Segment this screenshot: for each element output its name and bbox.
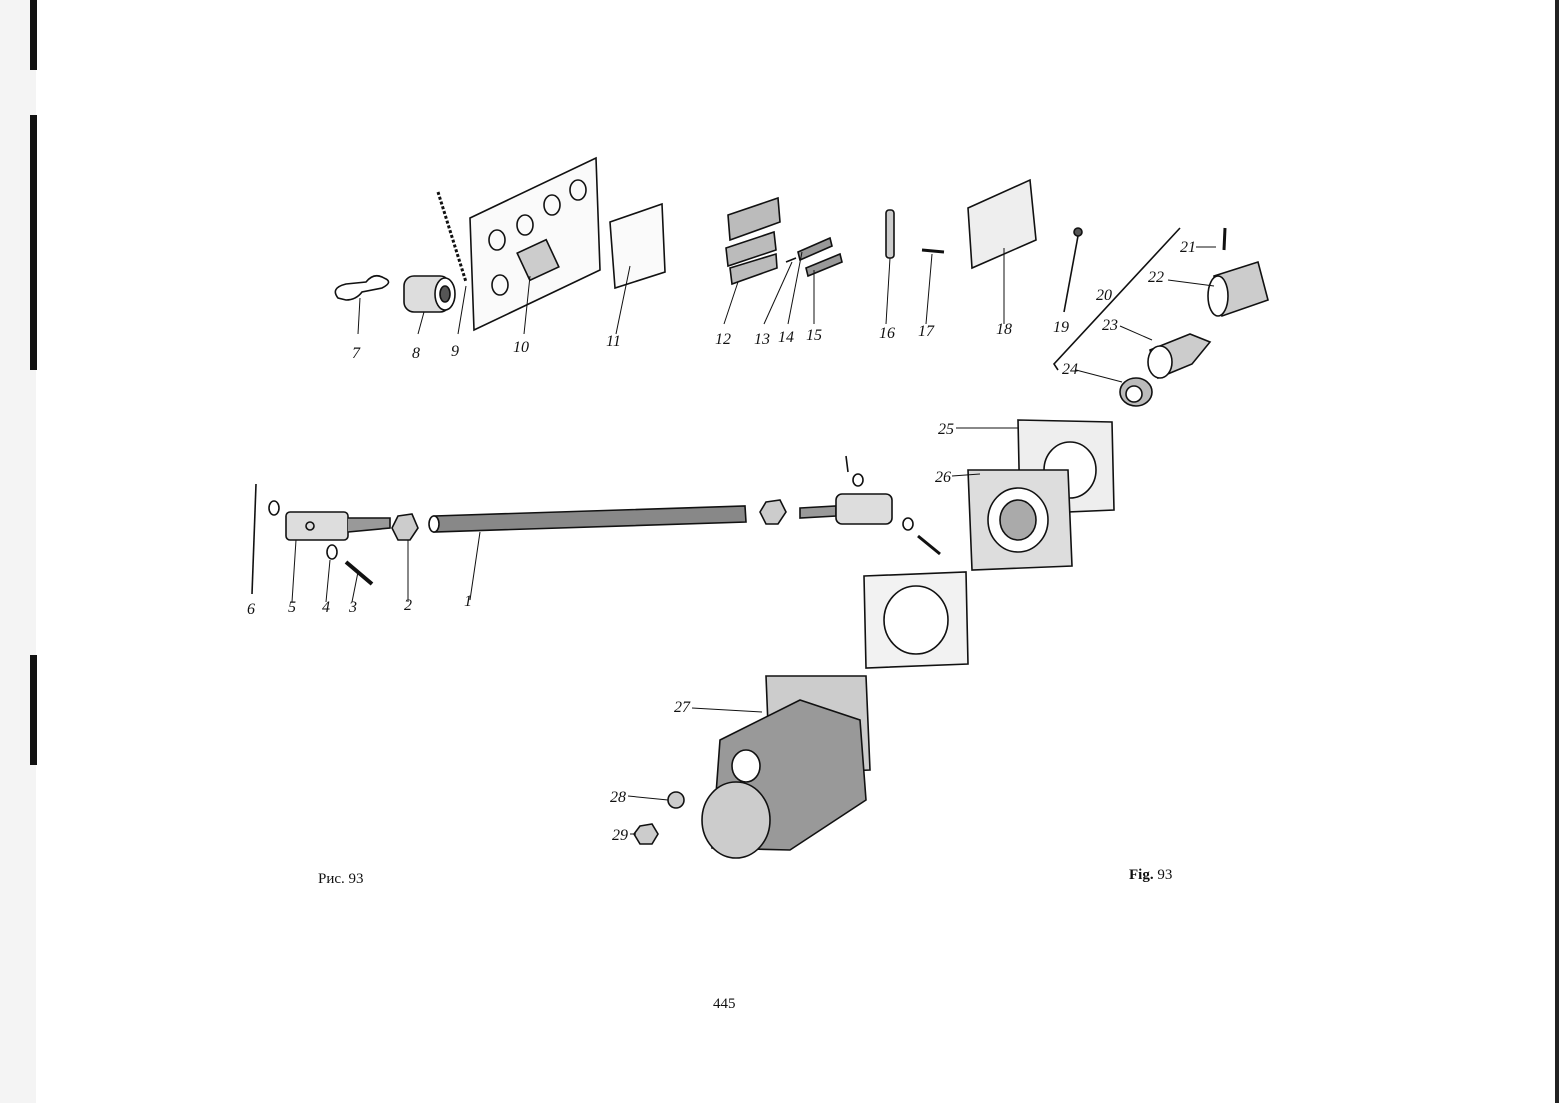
part-1-tube (428, 505, 747, 533)
part-label-23: 23 (1102, 317, 1118, 334)
part-label-7: 7 (352, 345, 361, 362)
part-label-29: 29 (612, 827, 628, 844)
binding-mark (30, 0, 37, 70)
part-label-27: 27 (674, 699, 691, 716)
part-26-flange (967, 469, 1073, 571)
part-label-21: 21 (1180, 239, 1196, 256)
page-number: 445 (713, 996, 736, 1012)
part-13-14-15-contacts (785, 236, 843, 278)
caption-en-label: Fig. (1129, 867, 1154, 883)
part-17-pin (921, 248, 945, 254)
part-label-3: 3 (348, 599, 357, 616)
part-label-25: 25 (938, 421, 954, 438)
part-3-pin (344, 560, 374, 586)
part-label-6: 6 (247, 601, 255, 618)
part-label-14: 14 (778, 329, 794, 346)
caption-en-number: 93 (1157, 867, 1173, 883)
part-2-nut (391, 513, 419, 541)
part-24-bushing (1119, 377, 1153, 407)
part-label-20: 20 (1096, 287, 1112, 304)
caption-ru: Рис. 93 (318, 871, 364, 887)
binding-mark (30, 655, 37, 765)
part-label-5: 5 (288, 599, 296, 616)
part-washer (852, 473, 864, 487)
caption-en: Fig. 93 (1129, 867, 1172, 884)
part-11-plate (609, 202, 666, 290)
part-label-4: 4 (322, 599, 330, 616)
part-label-9: 9 (451, 343, 459, 360)
part-label-8: 8 (412, 345, 420, 362)
part-label-19: 19 (1053, 319, 1069, 336)
part-7-wire-clip (334, 274, 390, 301)
part-6-cotter-pin (251, 483, 257, 595)
part-label-28: 28 (610, 789, 626, 806)
part-gasket (863, 571, 969, 669)
binding-mark (30, 115, 37, 370)
part-washer (268, 500, 280, 516)
part-9-chain (436, 191, 468, 283)
part-label-16: 16 (879, 325, 895, 342)
part-label-17: 17 (918, 323, 935, 340)
part-pin (917, 534, 941, 556)
part-label-2: 2 (404, 597, 412, 614)
part-5-fork (285, 511, 391, 541)
part-27-pump (701, 675, 871, 859)
part-label-11: 11 (606, 333, 621, 350)
part-18-cover (967, 178, 1037, 270)
part-label-13: 13 (754, 331, 770, 348)
part-28-cap (667, 791, 685, 809)
part-29-nut (633, 823, 659, 845)
part-4-washer (326, 544, 338, 560)
part-label-26: 26 (935, 469, 951, 486)
part-16-strip (885, 209, 895, 259)
part-label-15: 15 (806, 327, 822, 344)
part-label-22: 22 (1148, 269, 1164, 286)
part-22-sleeve (1207, 260, 1269, 318)
page-edge (1555, 0, 1559, 1103)
part-10-plate (469, 156, 601, 332)
part-label-12: 12 (715, 331, 731, 348)
part-label-1: 1 (464, 593, 472, 610)
part-8-coupling (403, 275, 456, 313)
part-label-10: 10 (513, 339, 529, 356)
part-12-terminal-blocks (725, 196, 781, 286)
part-label-24: 24 (1062, 361, 1078, 378)
part-washer (902, 517, 914, 531)
part-threaded-fork (799, 493, 893, 525)
part-label-18: 18 (996, 321, 1012, 338)
part-19-screw (1063, 227, 1083, 313)
part-23-nipple (1147, 333, 1212, 380)
part-nut (759, 499, 787, 525)
part-21-pin (1222, 227, 1227, 251)
part-20-bracket (1052, 227, 1181, 371)
part-cotter-pin (845, 455, 849, 473)
